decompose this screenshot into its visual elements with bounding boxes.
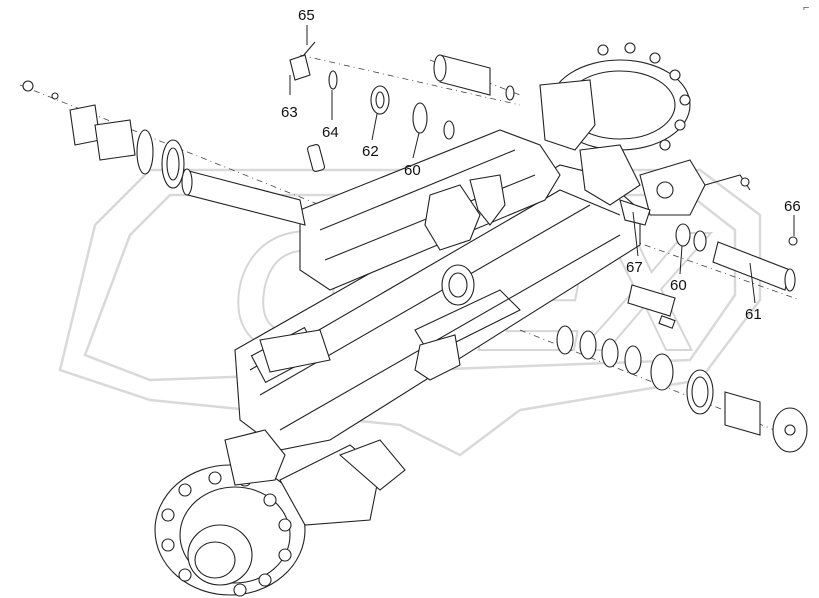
callout-61: 61 bbox=[745, 306, 762, 323]
callout-67: 67 bbox=[626, 259, 643, 276]
callout-labels: 65 63 64 62 60 66 67 60 61 bbox=[281, 7, 801, 323]
trunnion-frame bbox=[259, 129, 561, 381]
right-fittings bbox=[619, 159, 751, 226]
leader-lines bbox=[289, 25, 795, 304]
corner-mark: ⌐ bbox=[803, 2, 809, 14]
callout-62: 62 bbox=[362, 143, 379, 160]
exploded-top-parts bbox=[289, 41, 515, 140]
exploded-pin-assembly bbox=[22, 80, 326, 226]
exploded-right-parts bbox=[556, 223, 808, 453]
callout-60-lower: 60 bbox=[670, 277, 687, 294]
callout-64: 64 bbox=[322, 124, 339, 141]
differential-housing bbox=[539, 42, 691, 206]
callout-63: 63 bbox=[281, 104, 298, 121]
wheel-hub bbox=[154, 429, 406, 597]
callout-65: 65 bbox=[298, 7, 315, 24]
callout-60-upper: 60 bbox=[404, 162, 421, 179]
callout-66: 66 bbox=[784, 198, 801, 215]
